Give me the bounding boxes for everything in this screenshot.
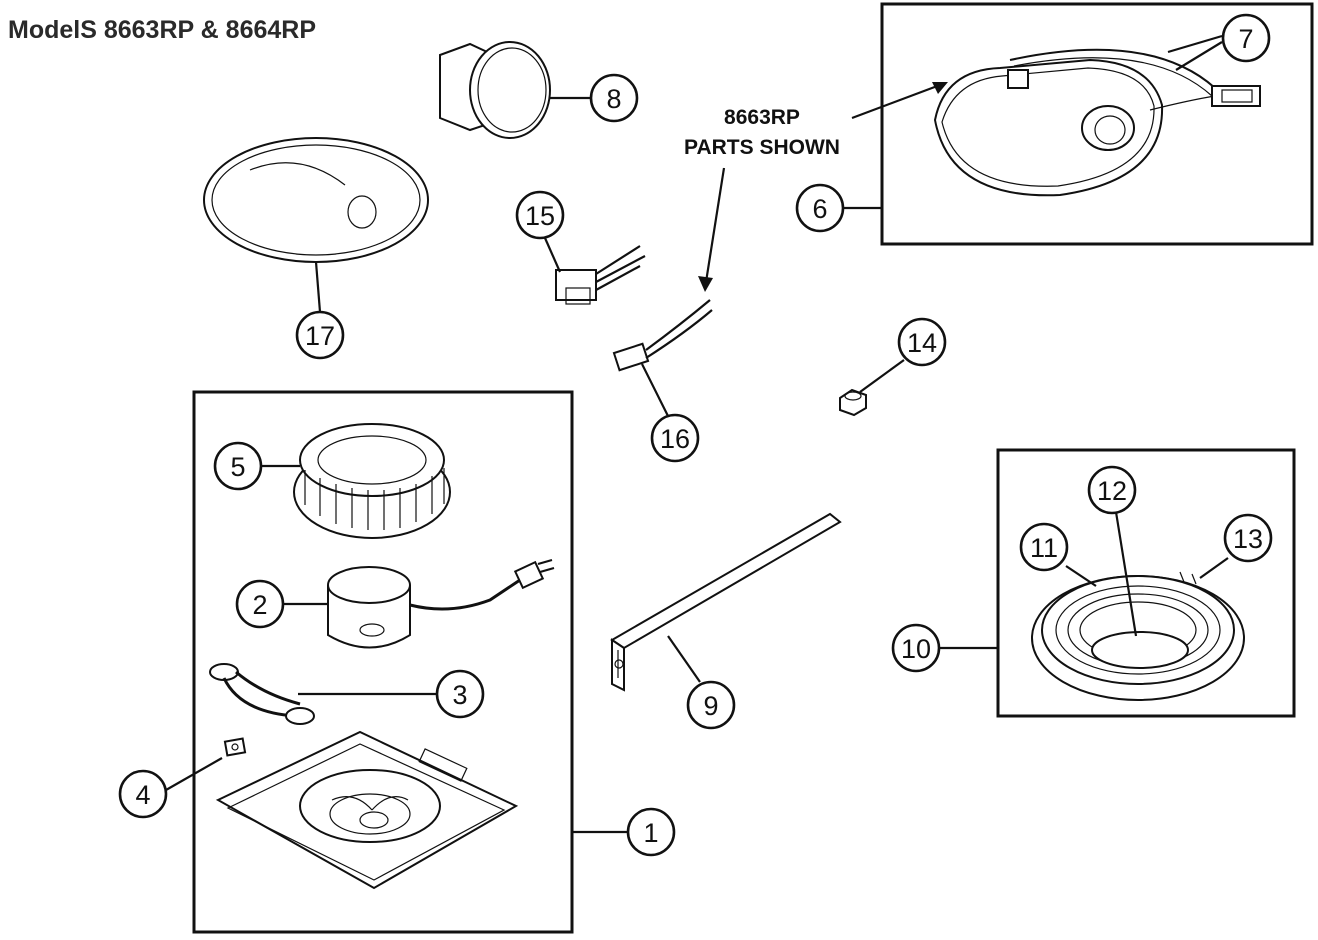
svg-text:3: 3 xyxy=(452,680,467,710)
socket-15-icon xyxy=(555,245,646,305)
callout-3: 3 xyxy=(435,669,485,719)
svg-text:4: 4 xyxy=(135,780,150,810)
arrowhead-icon xyxy=(932,82,948,94)
callout-14: 14 xyxy=(897,317,947,367)
callout-16: 16 xyxy=(650,413,700,463)
arrowhead-icon xyxy=(698,276,713,292)
parts-shown-note: 8663RP PARTS SHOWN xyxy=(684,82,948,292)
leader-12 xyxy=(1114,511,1138,637)
light-lens-grille-10-icon xyxy=(1031,571,1245,701)
svg-text:10: 10 xyxy=(901,634,931,664)
bracket-3-icon xyxy=(209,663,315,725)
leader-16 xyxy=(641,363,669,417)
callout-8: 8 xyxy=(589,73,639,123)
callout-12: 12 xyxy=(1087,465,1137,515)
note-line-2: PARTS SHOWN xyxy=(684,136,840,159)
callout-10: 10 xyxy=(891,623,941,673)
duct-connector-8-icon xyxy=(439,41,551,139)
callout-4: 4 xyxy=(118,769,168,819)
note-arrow-to-connector xyxy=(704,167,726,283)
wiring-7-icon xyxy=(1009,48,1261,111)
svg-text:11: 11 xyxy=(1030,533,1058,563)
svg-text:8: 8 xyxy=(606,84,621,114)
motor-2-icon xyxy=(327,558,555,649)
svg-text:9: 9 xyxy=(703,691,718,721)
callout-2: 2 xyxy=(235,579,285,629)
callout-9: 9 xyxy=(686,680,736,730)
leader-9 xyxy=(667,635,701,683)
svg-text:2: 2 xyxy=(252,590,267,620)
fan-assembly-box xyxy=(192,390,574,934)
hanger-bar-9-icon xyxy=(610,512,842,692)
svg-text:7: 7 xyxy=(1238,24,1253,54)
svg-text:15: 15 xyxy=(525,201,555,231)
callout-13: 13 xyxy=(1223,513,1273,563)
leader-7 xyxy=(1167,34,1223,54)
svg-text:1: 1 xyxy=(643,818,658,848)
callout-17: 17 xyxy=(295,310,345,360)
svg-text:5: 5 xyxy=(230,452,245,482)
callout-5: 5 xyxy=(213,441,263,491)
nut-14-icon xyxy=(839,388,867,417)
leader-14 xyxy=(859,359,905,393)
connector-16-icon xyxy=(612,299,713,372)
blower-wheel-5-icon xyxy=(293,423,451,539)
callout-1: 1 xyxy=(626,807,676,857)
mounting-plate-1-icon xyxy=(215,730,519,890)
note-line-1: 8663RP xyxy=(724,106,800,129)
svg-text:17: 17 xyxy=(305,321,335,351)
svg-text:12: 12 xyxy=(1097,476,1127,506)
svg-text:6: 6 xyxy=(812,194,827,224)
callout-7: 7 xyxy=(1221,13,1271,63)
nut-plate-4-icon xyxy=(223,737,247,757)
callout-11: 11 xyxy=(1019,522,1069,572)
svg-text:16: 16 xyxy=(660,424,690,454)
leader-7b xyxy=(1175,41,1223,71)
grille-17-icon xyxy=(203,137,429,263)
housing-6-icon xyxy=(933,58,1164,197)
svg-text:14: 14 xyxy=(907,328,937,358)
leader-13 xyxy=(1199,557,1229,579)
svg-text:13: 13 xyxy=(1233,524,1263,554)
callout-15: 15 xyxy=(515,190,565,240)
leader-17 xyxy=(314,261,322,313)
leader-15 xyxy=(543,237,562,273)
leader-4 xyxy=(165,757,223,791)
note-arrow-to-housing xyxy=(851,83,941,120)
leader-11 xyxy=(1065,565,1097,587)
grille-detail-box xyxy=(996,448,1296,718)
model-title: ModelS 8663RP & 8664RP xyxy=(8,16,316,44)
housing-detail-box xyxy=(880,2,1314,246)
callout-6: 6 xyxy=(795,183,845,233)
